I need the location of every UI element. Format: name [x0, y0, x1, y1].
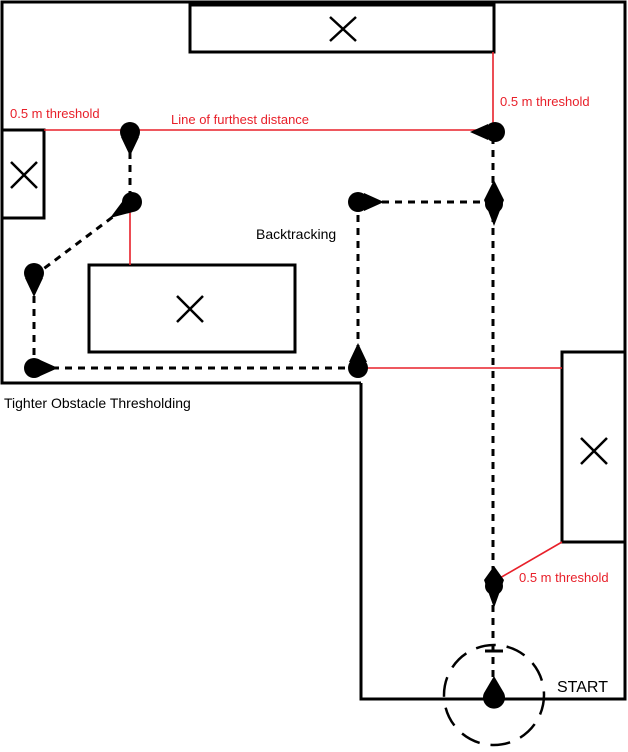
tighter-thresholding-label: Tighter Obstacle Thresholding: [4, 395, 191, 411]
robot-path: [32, 132, 495, 690]
threshold-label-bottom-right: 0.5 m threshold: [519, 570, 609, 585]
teardrop-waypoint-icon: [483, 676, 505, 709]
obstacle-center: [87, 263, 297, 354]
threshold-label-top-right: 0.5 m threshold: [500, 94, 590, 109]
backtracking-label: Backtracking: [256, 226, 336, 242]
threshold-label-left: 0.5 m threshold: [10, 106, 100, 121]
waypoints: [24, 122, 505, 709]
obstacle-top: [188, 3, 496, 54]
start-zone-circle: [442, 643, 546, 747]
threshold-lines: [44, 52, 563, 583]
x-mark-icon: [10, 161, 38, 189]
teardrop-waypoint-icon: [348, 358, 368, 378]
obstacle-left: [0, 128, 46, 220]
furthest-distance-label: Line of furthest distance: [171, 112, 309, 127]
threshold-bottom-right-line: [492, 541, 563, 583]
obstacle-right: [560, 350, 627, 544]
x-mark-icon: [580, 437, 608, 465]
start-label: START: [557, 679, 608, 696]
x-mark-icon: [329, 16, 357, 42]
teardrop-waypoint-icon: [485, 122, 505, 142]
x-mark-icon: [176, 295, 204, 323]
room-walls: [0, 0, 627, 701]
teardrop-waypoint-icon: [348, 192, 368, 212]
